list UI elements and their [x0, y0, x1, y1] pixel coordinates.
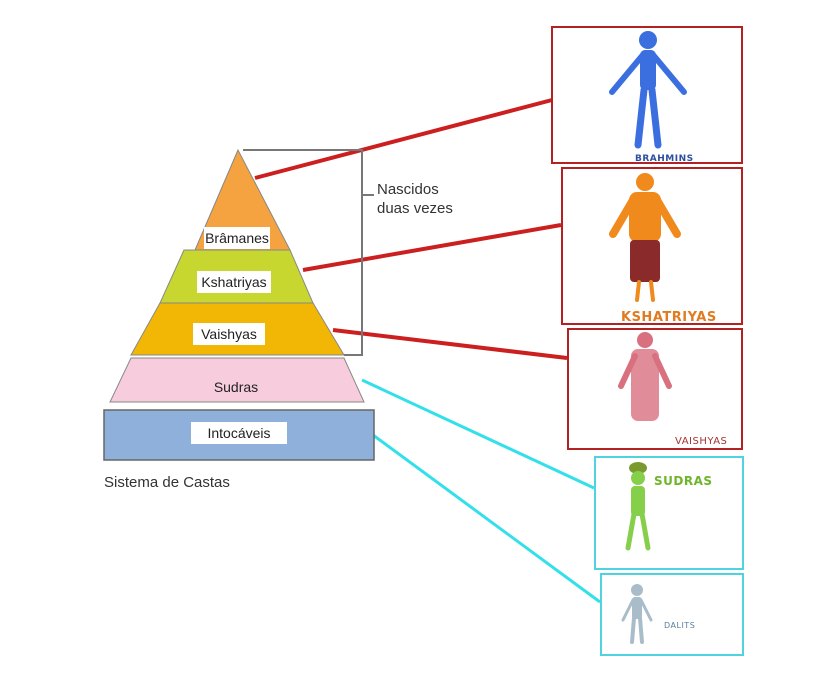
card-label-brahmins: BRAHMINS [635, 154, 694, 164]
twice-born-bracket [243, 149, 363, 356]
connector-line-dalits [372, 433, 601, 604]
card-kshatriyas: KSHATRIYAS [561, 167, 743, 325]
figure-brahmin-icon [609, 31, 687, 149]
connector-line-kshatriyas [302, 223, 562, 272]
layer-label-sudras: Sudras [213, 379, 259, 395]
layer-label-intocaveis: Intocáveis [191, 422, 287, 444]
layer-label-bramanes: Brâmanes [204, 227, 270, 249]
bracket-label-line2: duas vezes [377, 200, 453, 217]
figure-sudra-icon [625, 462, 651, 551]
connector-line-vaishyas [332, 328, 568, 360]
bracket-label-line1: Nascidos [377, 181, 439, 198]
card-dalits: DALITS [600, 573, 744, 656]
figure-kshatriya-icon [609, 173, 681, 302]
connector-line-sudras [361, 378, 595, 490]
diagram-caption: Sistema de Castas [104, 474, 230, 491]
card-label-vaishyas: VAISHYAS [675, 436, 728, 447]
card-label-dalits: DALITS [664, 621, 696, 630]
layer-label-kshatriyas: Kshatriyas [197, 271, 271, 293]
pyramid-layer-sudras [109, 357, 365, 403]
card-label-kshatriyas: KSHATRIYAS [621, 310, 717, 325]
layer-label-vaishyas: Vaishyas [193, 323, 265, 345]
card-sudras: SUDRAS [594, 456, 744, 570]
figure-vaishya-icon [618, 332, 672, 421]
connector-line-brahmins [254, 98, 553, 180]
card-brahmins: BRAHMINS [551, 26, 743, 164]
card-vaishyas: VAISHYAS [567, 328, 743, 450]
card-label-sudras: SUDRAS [654, 474, 713, 488]
figure-dalit-icon [621, 584, 653, 644]
